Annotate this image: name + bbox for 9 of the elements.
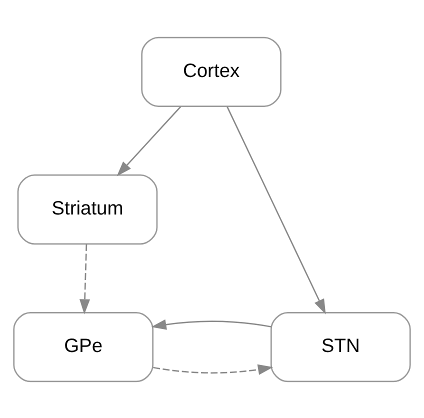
node-box: Striatum: [17, 174, 158, 244]
node-box: GPe: [13, 312, 154, 382]
arrow: [226, 106, 326, 314]
node-box: STN: [270, 312, 411, 382]
arrow: [79, 244, 90, 314]
arrow: [151, 318, 272, 330]
arrow: [116, 106, 182, 176]
arrow: [153, 364, 274, 374]
node-box: Cortex: [141, 36, 282, 106]
